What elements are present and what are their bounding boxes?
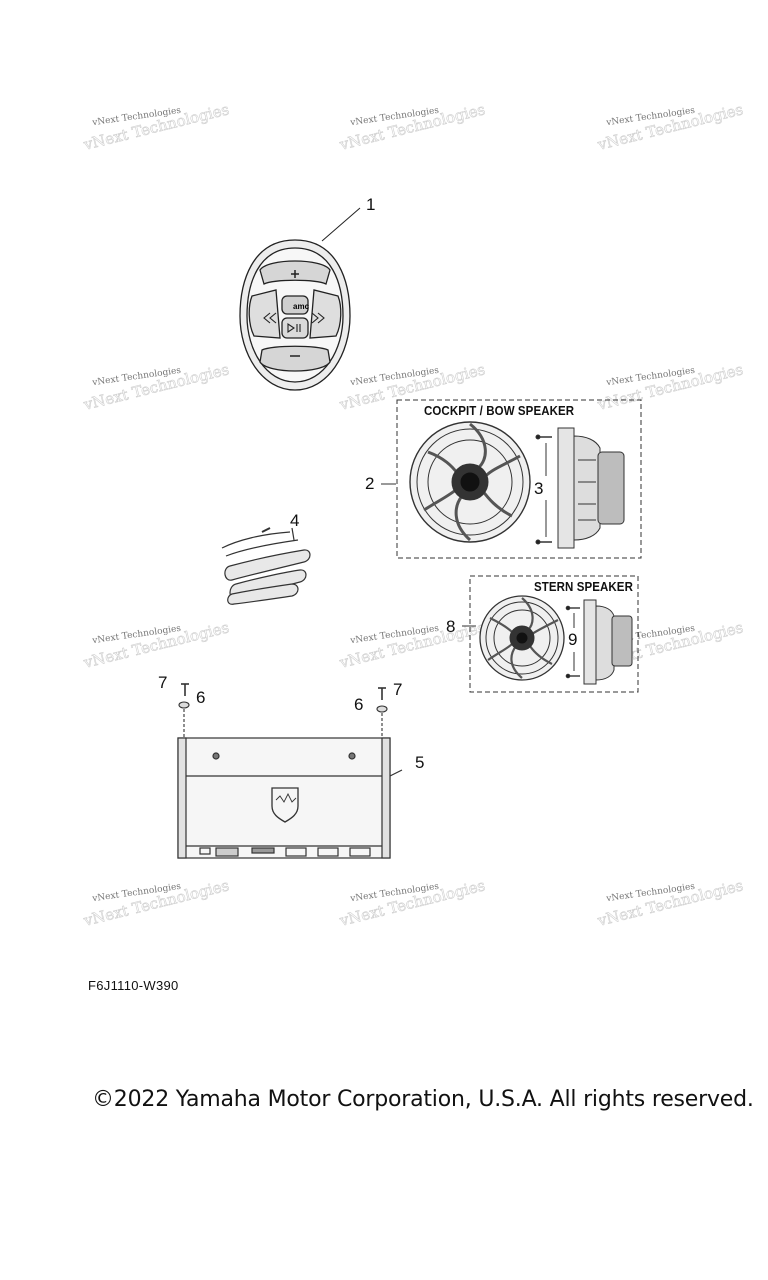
stern-speaker-title: STERN SPEAKER [534, 580, 633, 594]
stern-speaker-box [462, 575, 639, 693]
cockpit-bow-speaker-title: COCKPIT / BOW SPEAKER [424, 404, 575, 418]
callout-6-left: 6 [196, 688, 206, 707]
callout-8: 8 [446, 617, 456, 636]
callout-5: 5 [415, 753, 425, 772]
part-9-screws [565, 605, 580, 679]
part-4-harness [221, 527, 311, 605]
callout-7-right: 7 [393, 680, 403, 699]
callout-1: 1 [366, 195, 376, 214]
part-5-amplifier [177, 737, 403, 859]
diagram-code: F6J1110-W390 [88, 978, 179, 993]
callout-3: 3 [534, 479, 544, 498]
callout-9: 9 [568, 630, 578, 649]
callout-4: 4 [290, 511, 300, 530]
remote-middle-button-label: amc [293, 302, 310, 311]
part-1-remote [239, 207, 361, 391]
callout-6-right: 6 [354, 695, 364, 714]
callout-2: 2 [365, 474, 375, 493]
cockpit-speaker-box [381, 399, 642, 559]
parts-6-7-hardware [178, 683, 388, 738]
callout-7-left: 7 [158, 673, 168, 692]
part-3-screws [535, 434, 552, 545]
copyright-notice: ©2022 Yamaha Motor Corporation, U.S.A. A… [92, 1087, 754, 1112]
